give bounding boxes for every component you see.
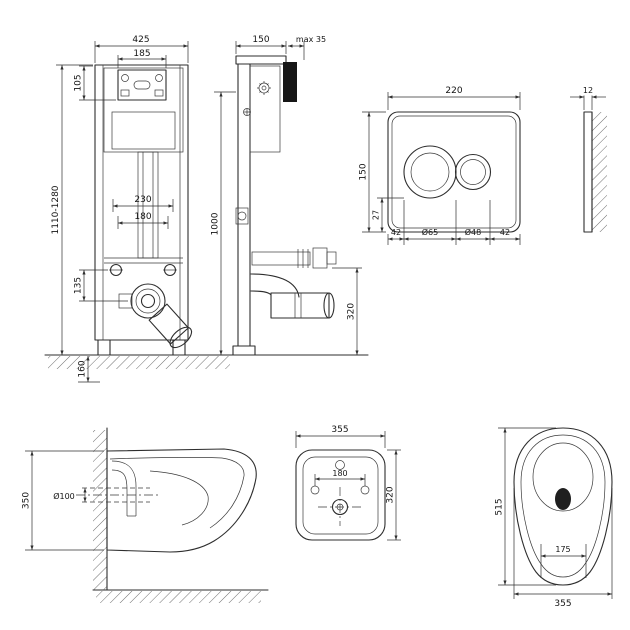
dim-button-offset: 27 xyxy=(372,210,381,220)
screw-icon xyxy=(243,108,251,116)
frame-foot-left xyxy=(97,339,111,356)
flush-button-small xyxy=(454,153,492,191)
drain-outlet xyxy=(118,283,193,349)
dim-bracket-to-drain: 135 xyxy=(74,277,84,294)
bowl-top-view: 355 180 320 xyxy=(295,425,401,541)
frame-outline xyxy=(94,64,189,341)
drain-elbow xyxy=(148,303,193,349)
dim-bolt-spacing-outer: 230 xyxy=(134,195,151,205)
dim-frame-depth: 150 xyxy=(252,35,269,45)
dim-plate-width: 220 xyxy=(445,86,462,96)
dim-plate-height: 150 xyxy=(359,163,369,180)
dim-bowl-depth: 320 xyxy=(386,486,396,503)
dim-plate-thickness: 12 xyxy=(583,86,593,95)
flush-plate-side-profile: 12 xyxy=(570,86,607,233)
mount-hole-right xyxy=(360,485,370,495)
dim-outlet-height: 320 xyxy=(347,303,357,320)
seat-opening xyxy=(532,442,594,512)
water-inlet-pipe xyxy=(251,247,337,269)
flush-plate-outline xyxy=(387,111,521,233)
frame-foot xyxy=(232,345,256,356)
dim-hole-spacing: 180 xyxy=(332,469,347,478)
frame-front-view: 425 185 105 1110-1280 230 180 135 160 xyxy=(44,35,369,383)
bowl-top-outline xyxy=(295,449,386,541)
dim-big-button: Ø65 xyxy=(422,227,438,237)
dim-plate-height: 105 xyxy=(74,74,84,91)
dim-outlet-diameter: Ø100 xyxy=(53,491,75,501)
dim-bowl-height: 350 xyxy=(22,492,32,509)
inlet-hole xyxy=(335,460,345,470)
wall-bracket xyxy=(283,62,297,102)
cistern-outline xyxy=(103,67,184,153)
dim-bolt-spacing-inner: 180 xyxy=(134,212,151,222)
mount-hole-left xyxy=(310,485,320,495)
dim-frame-height-range: 1110-1280 xyxy=(51,185,61,234)
bowl-front-outline xyxy=(513,427,613,586)
flush-plate-view: 220 150 27 42 Ø65 Ø48 42 1 xyxy=(359,86,607,245)
dim-frame-width: 425 xyxy=(132,35,149,45)
rail-bracket xyxy=(235,207,249,225)
mounting-plate xyxy=(117,69,167,101)
gear-icon xyxy=(257,81,271,95)
cistern-side-outline xyxy=(249,65,281,153)
top-rail xyxy=(235,55,287,65)
dim-frame-height: 1000 xyxy=(211,212,221,235)
dim-below-floor: 160 xyxy=(78,360,88,377)
dim-bowl-front-height: 515 xyxy=(495,498,505,515)
bowl-front-view: 515 175 355 xyxy=(495,427,613,609)
bowl-side-view: 350 Ø100 xyxy=(22,427,269,603)
dim-bowl-top-width: 355 xyxy=(331,425,348,435)
fixing-bolts xyxy=(104,257,183,277)
floor-hatch xyxy=(48,356,230,369)
floor-hatch xyxy=(96,591,261,603)
dim-base-width: 175 xyxy=(555,545,570,554)
dim-edge-right: 42 xyxy=(500,228,510,237)
dim-wall-offset: max 35 xyxy=(296,35,326,44)
trapway-hole xyxy=(555,488,571,510)
dim-small-button: Ø48 xyxy=(465,227,481,237)
dim-edge-left: 42 xyxy=(391,228,401,237)
flush-button-large xyxy=(403,145,457,199)
flush-pipe xyxy=(137,151,159,259)
dim-bowl-front-width: 355 xyxy=(554,599,571,609)
cistern-access-panel xyxy=(111,111,176,150)
dim-plate-width: 185 xyxy=(133,49,150,59)
drain-elbow-pipe xyxy=(250,273,335,319)
wall-hatch xyxy=(93,430,107,590)
bowl-profile xyxy=(106,448,257,553)
frame-side-view: 150 max 35 1000 320 xyxy=(211,35,362,356)
